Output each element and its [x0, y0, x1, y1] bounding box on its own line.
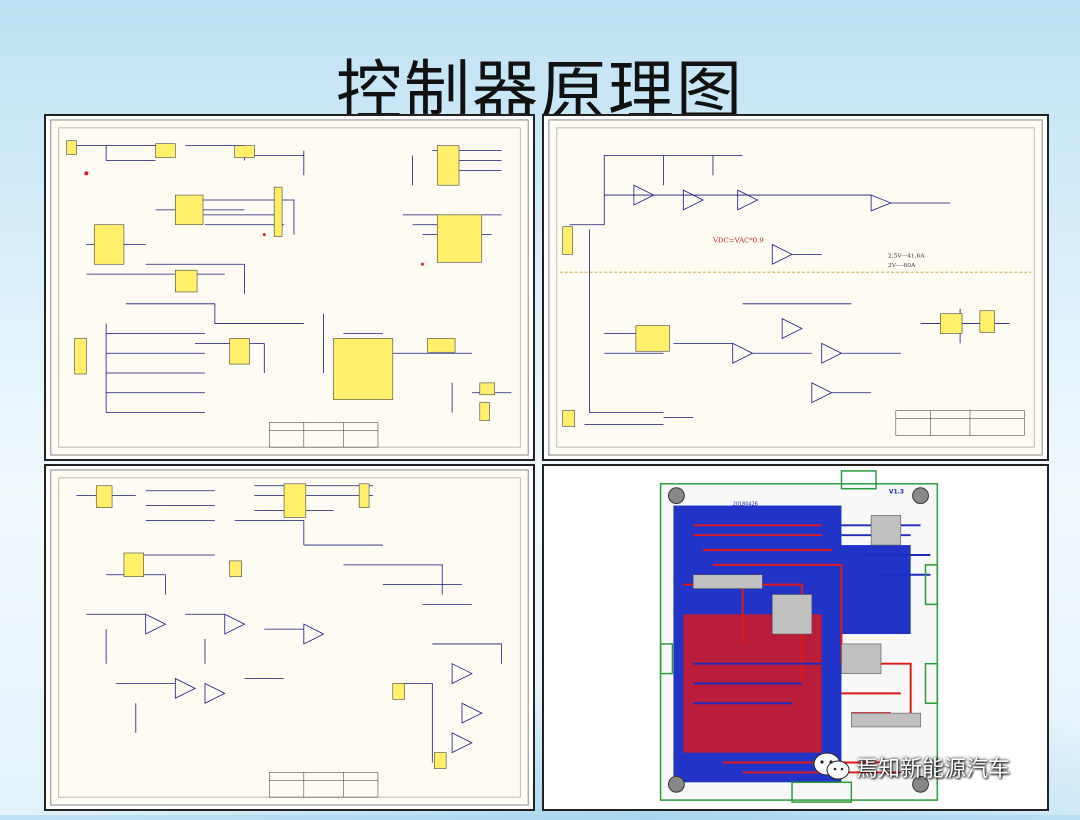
pcb-version-label: V1.3 [889, 489, 904, 496]
watermark: 焉知新能源汽车 [812, 750, 1010, 784]
schematic-drawing: VDC=VAC*0.9 2.5V---41.6A 3V----60A [548, 119, 1043, 456]
schematic-sheet-1 [44, 114, 535, 461]
schematic-sheet-3 [44, 464, 535, 811]
formula-label: VDC=VAC*0.9 [712, 237, 764, 245]
schematic-drawing [50, 119, 529, 456]
watermark-text: 焉知新能源汽车 [856, 757, 1011, 782]
ratio-label-2: 3V----60A [888, 262, 916, 269]
ratio-label-1: 2.5V---41.6A [888, 252, 925, 259]
wechat-icon [813, 752, 850, 780]
pcb-layout: V1.3 20180426 [542, 464, 1049, 811]
schematic-sheet-2: VDC=VAC*0.9 2.5V---41.6A 3V----60A [542, 114, 1049, 461]
pcb-date-label: 20180426 [733, 502, 758, 508]
schematic-drawing [50, 469, 529, 806]
pcb-drawing: V1.3 20180426 [544, 466, 1047, 809]
